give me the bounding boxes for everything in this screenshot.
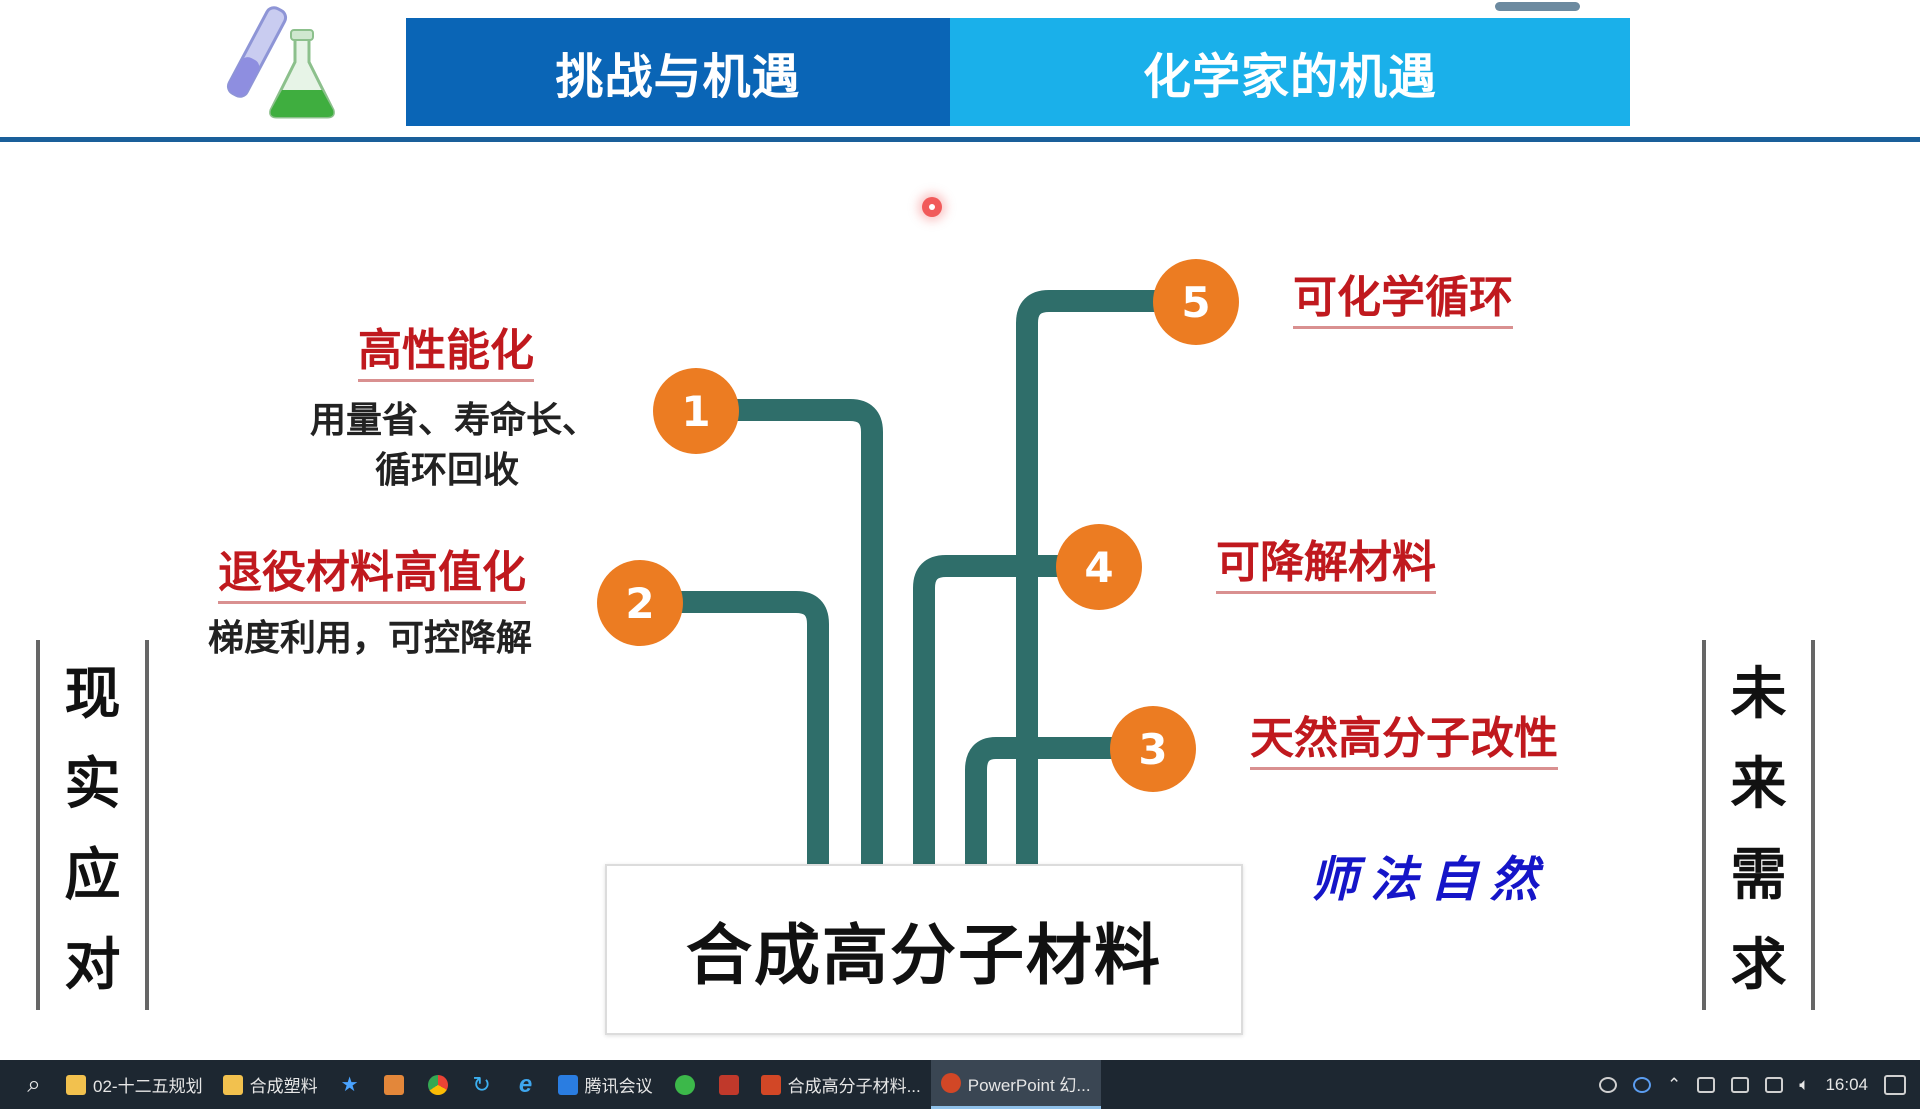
connector-2 [640,591,829,866]
side-left-char-4: 对 [64,932,121,998]
chrome-icon [427,1074,448,1095]
taskbar-item-ppt-slideshow[interactable]: PowerPoint 幻... [930,1060,1101,1109]
connector-4 [913,555,1100,866]
taskbar-item-label: PowerPoint 幻... [967,1075,1091,1095]
desc-retired-material-upcycling: 梯度利用，可控降解 [208,618,533,659]
volume-icon[interactable]: 🔈︎ [1799,1074,1810,1094]
header-divider [0,137,1920,142]
connector-5 [1016,290,1190,866]
tencent-meeting-icon [557,1074,578,1095]
taskbar-item-label: 合成高分子材料... [787,1077,921,1096]
powerpoint-icon [760,1074,781,1095]
star-icon: ★ [340,1074,359,1096]
taskbar-item-label: 合成塑料 [249,1077,318,1096]
ie-icon: e [518,1070,533,1098]
taskbar-item-folder-plan[interactable]: 02-十二五规划 [56,1060,213,1109]
taskbar-item-folder-plastics[interactable]: 合成塑料 [213,1060,328,1109]
windows-taskbar: ⌕ 02-十二五规划 合成塑料 ★ ↻ e 腾讯会议 合成高分子材料... Po… [0,1060,1920,1109]
taskbar-app-photos[interactable] [372,1060,416,1109]
node-3: 3 [1110,706,1196,792]
side-left-char-2: 实 [64,752,121,818]
heading-high-performance: 高性能化 [358,325,534,382]
heading-natural-polymer-modification: 天然高分子改性 [1250,713,1558,770]
base-synthetic-polymer-materials: 合成高分子材料 [605,864,1243,1035]
desc-high-performance-line-1: 用量省、寿命长、 [310,400,599,441]
node-1: 1 [653,368,739,454]
taskbar-app-wechat[interactable] [663,1060,707,1109]
taskbar-item-label: 腾讯会议 [584,1077,653,1096]
help-icon[interactable] [1633,1076,1651,1093]
node-2: 2 [597,560,683,646]
desc-high-performance-line-2: 循环回收 [375,450,520,491]
slogan-learn-from-nature: 师法自然 [1310,852,1551,908]
pen-icon[interactable] [1731,1076,1750,1093]
node-5: 5 [1153,259,1239,345]
taskbar-item-label: 02-十二五规划 [93,1077,203,1096]
side-label-future-demand: 未 来 需 求 [1702,640,1815,1010]
sync-icon: ↻ [472,1071,491,1097]
taskbar-item-ppt-file[interactable]: 合成高分子材料... [751,1060,931,1109]
system-tray: ⌃ 🔈︎ 16:04 [1599,1074,1920,1095]
heading-chemical-recycling: 可化学循环 [1293,272,1513,329]
side-right-char-3: 需 [1730,842,1787,908]
chevron-up-icon[interactable]: ⌃ [1667,1074,1682,1094]
folder-icon [222,1074,243,1095]
heading-retired-material-upcycling: 退役材料高值化 [218,547,526,604]
chat-icon[interactable] [1599,1076,1617,1093]
taskbar-app-sync[interactable]: ↻ [460,1060,504,1109]
taskbar-app-red[interactable] [707,1060,751,1109]
side-right-char-1: 未 [1730,662,1787,728]
side-left-char-1: 现 [64,662,121,728]
slide-scroll-indicator [1495,2,1580,11]
powerpoint-slideshow-icon [940,1073,961,1093]
tab-challenges-opportunities: 挑战与机遇 [406,18,950,126]
chemistry-flask-icon [226,6,335,119]
taskbar-app-star[interactable]: ★ [328,1060,372,1109]
side-right-char-4: 求 [1730,932,1787,998]
taskbar-app-chrome[interactable] [416,1060,460,1109]
notification-icon[interactable] [1884,1074,1906,1095]
folder-icon [66,1074,86,1095]
connector-1 [695,399,883,866]
search-icon[interactable]: ⌕ [27,1070,41,1098]
taskbar-app-ie[interactable]: e [504,1060,548,1109]
node-4: 4 [1056,524,1142,610]
side-label-current-response: 现 实 应 对 [36,640,149,1010]
connector-3 [965,737,1150,866]
network-icon[interactable] [1697,1076,1716,1093]
presentation-slide: 挑战与机遇 化学家的机遇 1 2 3 4 5 高性能化 用量省、寿命长、 循环回… [0,2,1920,1035]
app-icon [718,1074,739,1095]
laser-pointer [922,197,942,217]
side-left-char-3: 应 [64,842,121,908]
heading-degradable-materials: 可降解材料 [1216,537,1436,594]
clock[interactable]: 16:04 [1825,1074,1868,1094]
photos-icon [383,1074,404,1095]
wechat-icon [674,1074,695,1095]
tab-chemist-opportunities: 化学家的机遇 [950,18,1630,126]
side-right-char-2: 来 [1730,752,1787,818]
taskbar-item-tencent-meeting[interactable]: 腾讯会议 [548,1060,663,1109]
battery-icon[interactable] [1765,1076,1784,1093]
diagram-connectors [640,290,1190,866]
